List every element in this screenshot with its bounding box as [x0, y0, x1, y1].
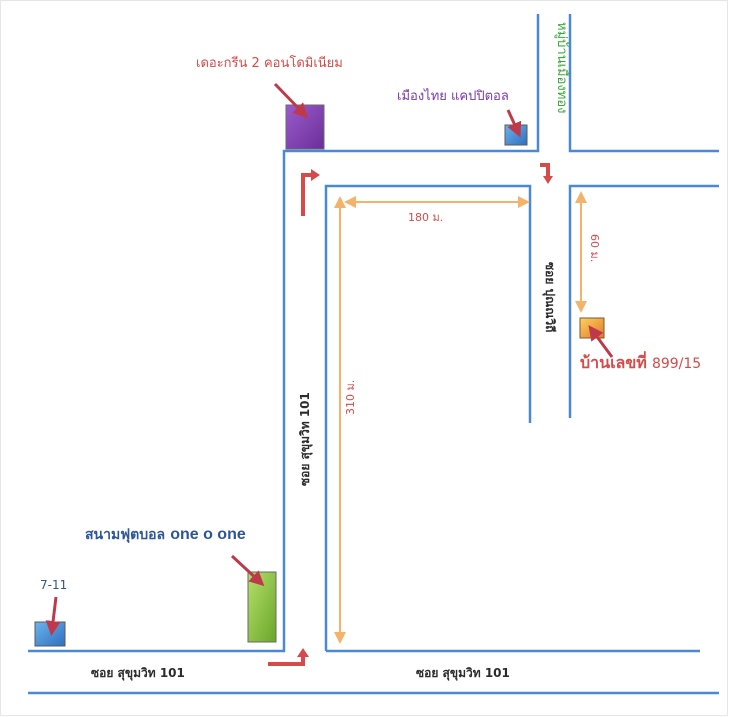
house-label: บ้านเลขที่ 899/15 — [580, 353, 702, 372]
condo-marker — [285, 104, 325, 150]
turn-arrow-right — [540, 163, 550, 178]
turn-arrow-top — [301, 173, 313, 216]
road-inner-block — [324, 184, 532, 651]
house-marker — [579, 317, 605, 339]
house-label-number: 899/15 — [651, 356, 702, 372]
football-label-prefix: สนามฟุตบอล — [85, 527, 166, 543]
road-label-punnawithi: ซอย ปุณณวิถี — [543, 262, 557, 333]
pointer-condo — [273, 82, 309, 119]
pointer-lines — [45, 82, 614, 636]
turn-arrows — [268, 163, 553, 666]
road-right-lower — [568, 184, 719, 418]
football-label-name: one o one — [170, 526, 246, 543]
road-label-sukhumvit-bottom-left: ซอย สุขุมวิท 101 — [91, 666, 185, 680]
road-label-sukhumvit-bottom-right: ซอย สุขุมวิท 101 — [416, 666, 510, 680]
road-lines — [28, 14, 719, 695]
pointer-football — [230, 554, 265, 587]
seven-eleven-label: 7-11 — [40, 578, 68, 592]
condo-label: เดอะกรีน 2 คอนโดมิเนียม — [196, 56, 343, 71]
road-left-block — [28, 14, 540, 653]
seven-eleven-marker — [34, 621, 66, 647]
village-label: หมู่บ้านเมืองทอง — [554, 22, 569, 114]
road-top-right — [568, 14, 719, 153]
shop-label: เมืองไทย แคปปิตอล — [397, 89, 509, 104]
dimension-lines — [334, 191, 587, 644]
turn-arrow-bottom — [268, 654, 305, 666]
distance-label-310: 310 ม. — [344, 379, 357, 415]
turn-arrow-top-head — [311, 169, 320, 181]
turn-arrow-right-head — [543, 176, 553, 184]
football-field-marker — [247, 571, 277, 643]
pointer-shop — [506, 109, 522, 138]
distance-label-180: 180 ม. — [408, 211, 444, 224]
house-label-prefix: บ้านเลขที่ — [580, 353, 647, 372]
road-label-sukhumvit-vertical: ซอย สุขุมวิท 101 — [298, 392, 312, 486]
football-label: สนามฟุตบอล one o one — [85, 526, 246, 543]
pointer-seven — [45, 596, 61, 636]
turn-arrow-bottom-head — [297, 648, 309, 657]
distance-label-60: 60 ม. — [588, 234, 601, 263]
pointer-house — [588, 325, 614, 358]
